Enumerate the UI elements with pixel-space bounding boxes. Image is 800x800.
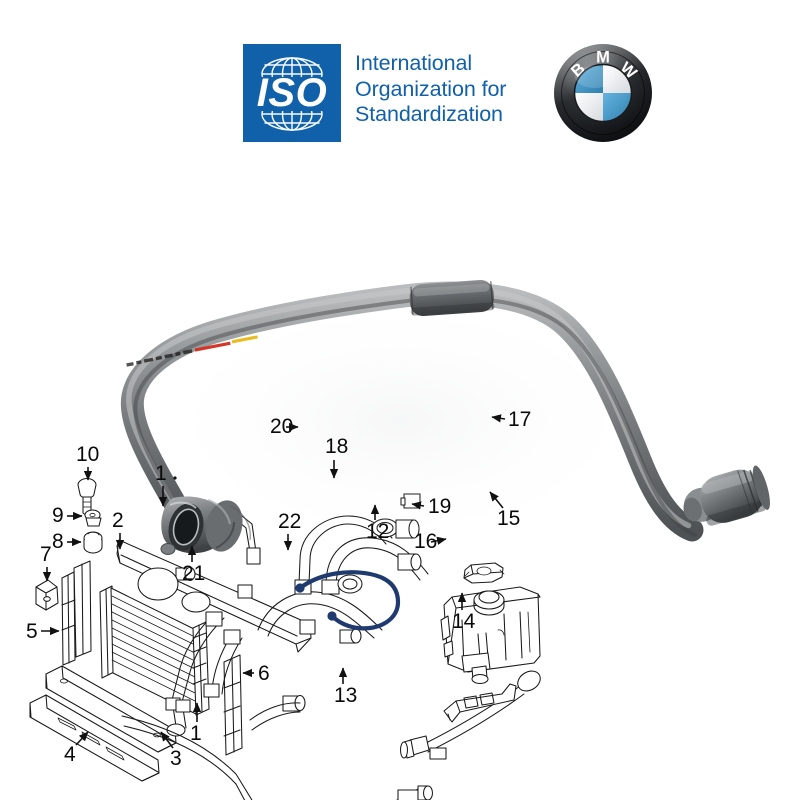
callout-9: 9 — [52, 504, 83, 527]
callout-label: 22 — [278, 510, 301, 533]
bmw-logo: B M W — [551, 41, 655, 145]
diagram-svg: 1 1 2 3 — [0, 160, 800, 800]
hose-end-fitting-right — [683, 465, 770, 526]
iso-text-line-1: International — [355, 51, 473, 75]
callout-label: 21 — [182, 562, 205, 585]
iso-text-line-2: Organization for — [355, 76, 507, 101]
callout-label: 17 — [508, 408, 531, 431]
callout-21: 21 — [182, 545, 205, 585]
callout-15: 15 — [489, 491, 520, 530]
callout-13: 13 — [334, 667, 357, 707]
callout-19: 19 — [411, 495, 451, 518]
hose-marking-stripes — [126, 335, 258, 367]
callout-17: 17 — [491, 408, 531, 431]
highlight-end-node-left — [295, 583, 305, 593]
main-coolant-hose-3d — [120, 279, 770, 555]
callout-8: 8 — [52, 530, 82, 553]
iso-logo: ISO International Organization for Stand… — [243, 44, 506, 142]
callout-label: 18 — [325, 435, 348, 458]
callout-label: 6 — [258, 662, 270, 685]
bmw-roundel-icon: B M W — [554, 44, 652, 142]
callout-label: 10 — [76, 443, 99, 466]
hose-highlight — [126, 285, 692, 529]
marking-stripe-yellow — [231, 335, 258, 344]
callout-2: 2 — [112, 509, 125, 550]
callout-label: 1 — [155, 462, 167, 485]
callout-22: 22 — [278, 510, 301, 551]
callout-label: 4 — [64, 743, 76, 766]
callout-label: 9 — [52, 504, 64, 527]
hose-shade — [133, 296, 697, 537]
callout-label: 13 — [334, 684, 357, 707]
part-expansion-tank-cap — [463, 562, 505, 584]
highlighted-coolant-line — [295, 570, 401, 631]
callout-label: 5 — [26, 620, 38, 643]
callout-label: 19 — [428, 495, 451, 518]
hose-end-fitting-left — [160, 496, 251, 555]
marking-text-blocks — [126, 349, 193, 367]
callout-14: 14 — [452, 592, 476, 633]
callout-label: 7 — [40, 543, 52, 566]
callout-16: 16 — [414, 530, 447, 553]
callout-label: 20 — [270, 415, 293, 438]
callout-label: 15 — [497, 507, 520, 530]
callout-5: 5 — [26, 620, 60, 643]
radiator-assembly-lineart — [29, 477, 312, 782]
callout-label: 1 — [190, 722, 202, 745]
callout-label: 14 — [452, 610, 476, 633]
iso-text-line-3: Standardization — [355, 102, 503, 126]
callout-12: 12 — [366, 504, 389, 543]
iso-globe-icon: ISO — [243, 44, 341, 142]
callout-4: 4 — [64, 731, 89, 766]
callout-3: 3 — [160, 731, 182, 770]
header-logos: ISO International Organization for Stand… — [0, 0, 800, 165]
bmw-letter-m: M — [596, 49, 610, 67]
part-side-air-duct-left — [61, 560, 92, 666]
part-mounting-bracket — [35, 579, 59, 611]
iso-mark-svg: ISO — [243, 44, 341, 142]
callout-label: 2 — [112, 509, 124, 532]
parts-diagram: 1 1 2 3 — [0, 160, 800, 800]
callout-1b: 1 — [190, 702, 202, 745]
callout-1a: 1 — [155, 462, 177, 507]
callout-18: 18 — [325, 435, 348, 479]
part-vent-line — [399, 670, 541, 760]
highlight-end-node-right — [327, 611, 337, 621]
iso-wordmark-text: International Organization for Standardi… — [355, 51, 506, 128]
iso-mark-text: ISO — [257, 71, 327, 115]
part-expansion-tank — [440, 586, 541, 685]
callout-7: 7 — [40, 543, 52, 582]
callout-6: 6 — [242, 662, 270, 685]
callout-label: 8 — [52, 530, 64, 553]
part-lower-coolant-hose — [121, 715, 434, 800]
callout-10: 10 — [76, 443, 99, 481]
callout-label: 12 — [366, 520, 389, 543]
part-side-air-duct-right — [223, 654, 243, 756]
callout-20: 20 — [270, 415, 299, 438]
part-rubber-mount — [83, 531, 103, 554]
callout-label: 3 — [170, 747, 182, 770]
part-rubber-grommet — [84, 509, 102, 527]
callout-layer: 1 1 2 3 — [26, 408, 531, 770]
callout-label: 16 — [414, 530, 437, 553]
hose-damper-sleeve — [409, 279, 495, 317]
marking-stripe-red — [194, 341, 231, 352]
part-tank-bracket — [443, 683, 517, 723]
